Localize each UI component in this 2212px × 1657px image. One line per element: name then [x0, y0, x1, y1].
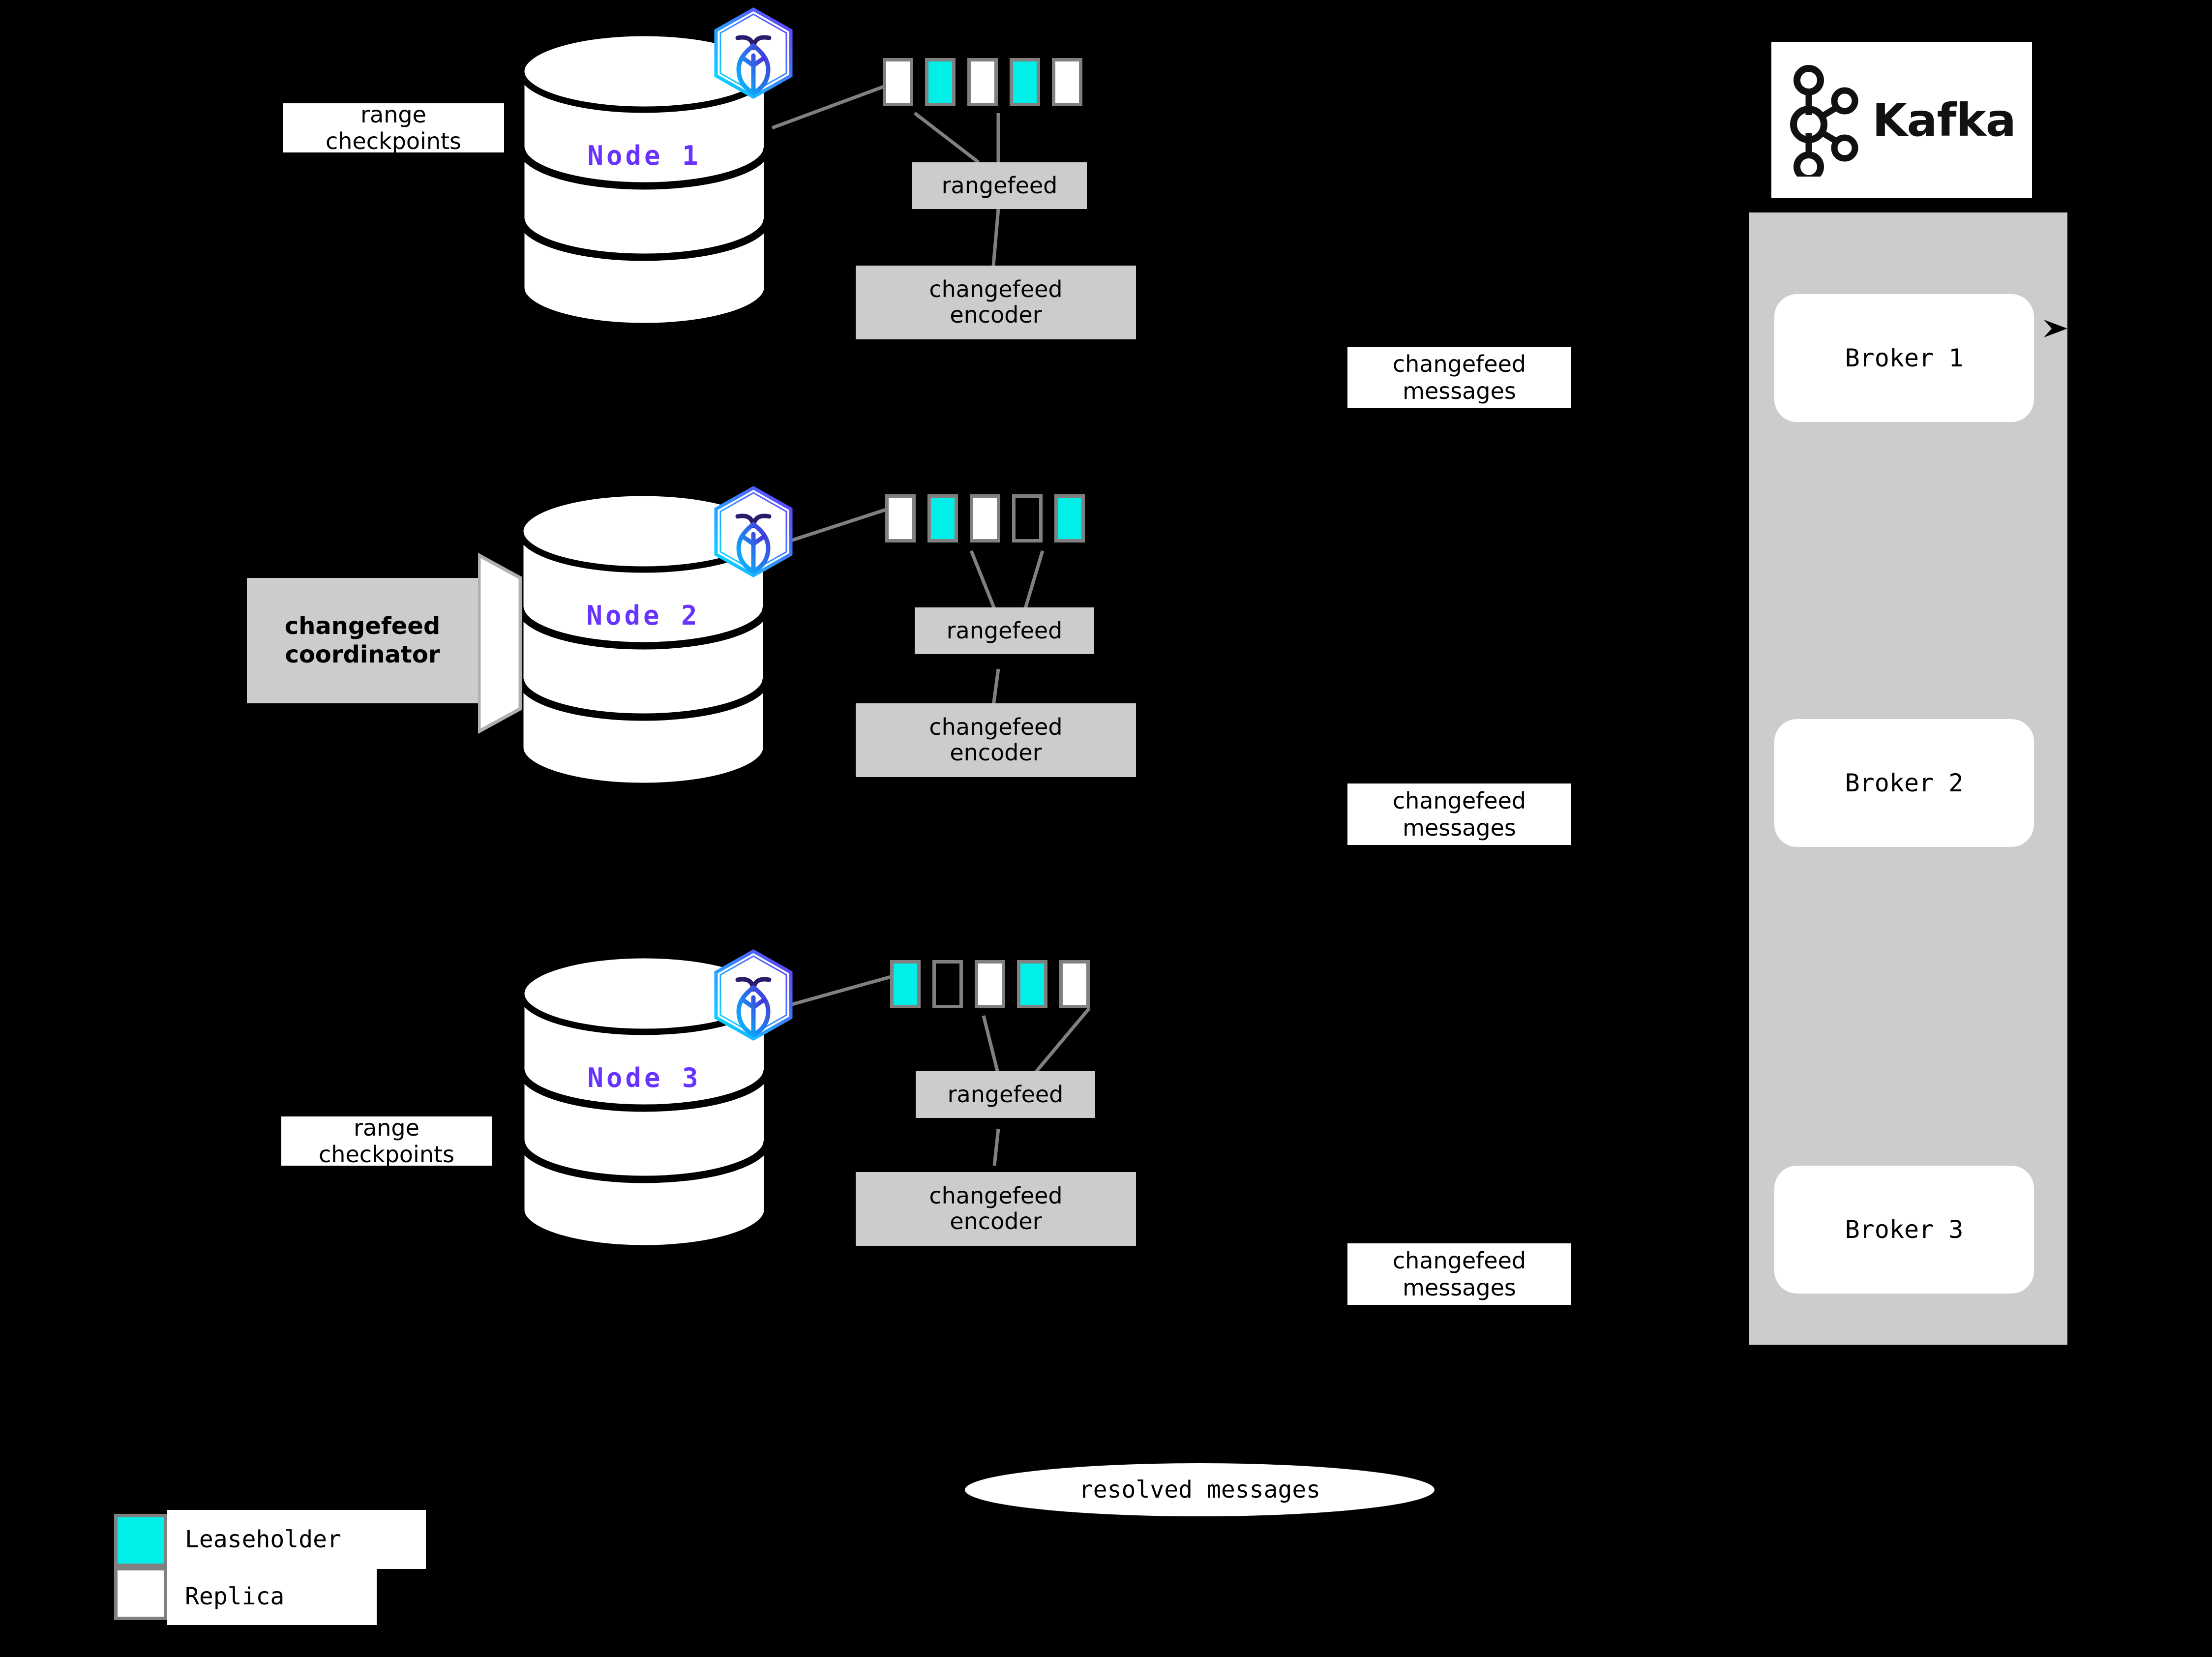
node-3-ranges: [890, 960, 1090, 1008]
range-box-replica[interactable]: [967, 58, 998, 106]
changefeed-messages-label-1: changefeed messages: [1347, 347, 1571, 408]
node-3-encoder-box[interactable]: changefeed encoder: [856, 1172, 1136, 1246]
kafka-wordmark: Kafka: [1872, 93, 2016, 147]
node-1-rangefeed-box[interactable]: rangefeed: [912, 162, 1087, 209]
broker-2-label: Broker 2: [1845, 769, 1964, 797]
range-box-leaseholder[interactable]: [1010, 58, 1040, 106]
node-1-encoder-label: changefeed encoder: [929, 276, 1063, 328]
legend-label-leaseholder: Leaseholder: [167, 1510, 426, 1569]
cockroachdb-hexagon-icon: [712, 7, 795, 99]
range-box-replica[interactable]: [970, 494, 1000, 542]
range-box-replica[interactable]: [1052, 58, 1082, 106]
node-1-cylinder: Node 1: [516, 30, 772, 330]
range-box-replica[interactable]: [883, 58, 913, 106]
node-2-rangefeed-box[interactable]: rangefeed: [915, 607, 1094, 654]
range-box-empty[interactable]: [1012, 494, 1043, 542]
node-2-ranges: [885, 494, 1085, 542]
resolved-messages-pill[interactable]: resolved messages: [965, 1463, 1435, 1516]
coordinator-pointer-icon: [478, 552, 522, 734]
changefeed-messages-label-3: changefeed messages: [1347, 1243, 1571, 1305]
changefeed-coordinator-box[interactable]: changefeed coordinator: [247, 578, 478, 703]
node-2-rangefeed-label: rangefeed: [946, 617, 1063, 644]
range-box-leaseholder[interactable]: [890, 960, 921, 1008]
changefeed-messages-text: changefeed messages: [1392, 351, 1526, 404]
node-2-label: Node 2: [586, 600, 700, 631]
range-box-leaseholder[interactable]: [1017, 960, 1047, 1008]
kafka-logo-panel: Kafka: [1771, 42, 2032, 198]
changefeed-coordinator-label: changefeed coordinator: [284, 612, 441, 668]
node-2-cylinder: Node 2: [515, 489, 771, 789]
changefeed-messages-text: changefeed messages: [1392, 1247, 1526, 1301]
node-3-rangefeed-box[interactable]: rangefeed: [916, 1071, 1095, 1118]
node-1-side-label-text: range checkpoints: [326, 101, 461, 154]
cockroachdb-hexagon-icon: [712, 949, 795, 1041]
range-box-leaseholder[interactable]: [925, 58, 956, 106]
broker-1-box[interactable]: Broker 1: [1774, 294, 2034, 422]
node-3-encoder-label: changefeed encoder: [929, 1182, 1063, 1235]
broker-panel-inbound-arrow: [2044, 320, 2067, 337]
broker-3-label: Broker 3: [1845, 1215, 1964, 1244]
node-1-ranges: [883, 58, 1082, 106]
legend-swatch-replica: [114, 1567, 167, 1620]
range-box-empty[interactable]: [932, 960, 963, 1008]
range-box-replica[interactable]: [885, 494, 916, 542]
broker-2-box[interactable]: Broker 2: [1774, 719, 2034, 847]
range-box-replica[interactable]: [1059, 960, 1090, 1008]
range-box-replica[interactable]: [975, 960, 1005, 1008]
node-3-side-label: range checkpoints: [281, 1114, 492, 1168]
resolved-messages-label: resolved messages: [1078, 1476, 1321, 1504]
node-1-side-label: range checkpoints: [283, 101, 504, 154]
kafka-logo-icon: [1790, 65, 1858, 177]
node-3-cylinder: Node 3: [516, 952, 772, 1252]
node-1-encoder-box[interactable]: changefeed encoder: [856, 266, 1136, 339]
changefeed-messages-text: changefeed messages: [1392, 787, 1526, 841]
broker-3-box[interactable]: Broker 3: [1774, 1166, 2034, 1294]
legend-swatch-leaseholder: [114, 1514, 167, 1567]
range-box-leaseholder[interactable]: [927, 494, 958, 542]
cockroachdb-hexagon-icon: [712, 486, 795, 577]
node-3-label: Node 3: [587, 1062, 701, 1093]
legend-replica-text: Replica: [185, 1583, 285, 1610]
broker-1-label: Broker 1: [1845, 344, 1964, 372]
legend-leaseholder-text: Leaseholder: [185, 1526, 341, 1553]
node-2-encoder-label: changefeed encoder: [929, 714, 1063, 766]
range-box-leaseholder[interactable]: [1054, 494, 1085, 542]
changefeed-messages-label-2: changefeed messages: [1347, 783, 1571, 845]
legend-label-replica: Replica: [167, 1568, 377, 1625]
node-1-label: Node 1: [587, 140, 701, 171]
node-3-side-label-text: range checkpoints: [319, 1114, 454, 1168]
node-1-rangefeed-label: rangefeed: [941, 172, 1058, 199]
node-2-encoder-box[interactable]: changefeed encoder: [856, 703, 1136, 777]
node-3-rangefeed-label: rangefeed: [947, 1081, 1064, 1108]
